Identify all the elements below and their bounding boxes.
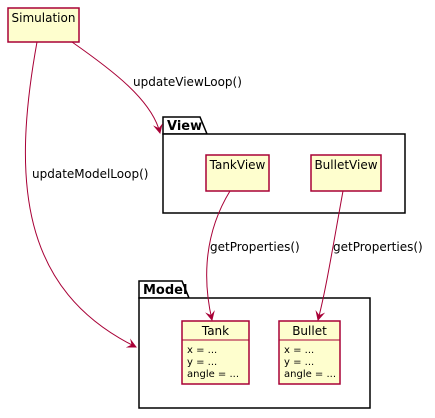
node-bullet-attr-x: x = ... [284, 345, 314, 356]
edge-update-model-label: updateModelLoop() [32, 167, 148, 181]
node-bullet[interactable]: Bullet x = ... y = ... angle = ... [278, 320, 341, 385]
edge-tank-props: getProperties() [205, 190, 300, 321]
node-simulation[interactable]: Simulation [7, 7, 80, 43]
edge-tank-props-label: getProperties() [210, 240, 300, 254]
package-view-title: View [167, 119, 202, 134]
node-simulation-box [7, 7, 80, 43]
node-bulletview[interactable]: BulletView [310, 154, 382, 192]
node-tank-attr-x: x = ... [187, 345, 217, 356]
package-model-title: Model [143, 283, 187, 298]
node-tank-box [181, 320, 250, 385]
node-bulletview-title: BulletView [314, 158, 377, 172]
node-tankview-box [205, 154, 270, 192]
edge-update-model: updateModelLoop() [24, 41, 148, 348]
edge-bullet-props-label: getProperties() [333, 240, 423, 254]
node-tankview-title: TankView [209, 158, 266, 172]
edge-update-model-line [24, 41, 137, 348]
node-bullet-attr-y: y = ... [284, 357, 314, 368]
edge-update-view: updateViewLoop() [71, 41, 242, 134]
node-simulation-title: Simulation [12, 11, 76, 25]
edge-tank-props-line [205, 190, 231, 321]
node-bullet-title: Bullet [292, 324, 327, 338]
node-tank-title: Tank [201, 324, 229, 338]
node-bullet-box [278, 320, 341, 385]
node-tankview[interactable]: TankView [205, 154, 270, 192]
edge-update-view-line [71, 41, 163, 134]
edge-bullet-props: getProperties() [315, 190, 423, 321]
node-tank-attr-angle: angle = ... [187, 369, 239, 380]
edge-update-view-label: updateViewLoop() [133, 75, 242, 89]
node-tank-attr-y: y = ... [187, 357, 217, 368]
node-bullet-attr-angle: angle = ... [284, 369, 336, 380]
node-bulletview-box [310, 154, 382, 192]
node-tank[interactable]: Tank x = ... y = ... angle = ... [181, 320, 250, 385]
edge-bullet-props-line [315, 190, 344, 321]
